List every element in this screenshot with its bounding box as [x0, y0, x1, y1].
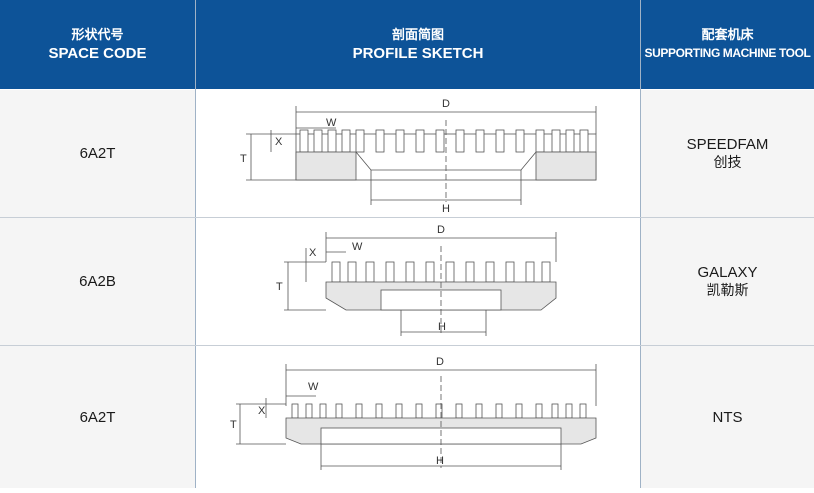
profile-sketch-6a2b-galaxy: D W X T H: [276, 224, 557, 336]
header-machine-tool-en: SUPPORTING MACHINE TOOL: [644, 45, 811, 60]
row-1-machine-tool-en: SPEEDFAM: [686, 136, 769, 153]
row-2-code-cell: 6A2B: [0, 218, 195, 345]
sketch-label-d: D: [437, 224, 445, 236]
header-profile-sketch: 剖面简图 PROFILE SKETCH: [196, 0, 640, 89]
row-2-space-code: 6A2B: [79, 273, 116, 290]
sketch-label-h: H: [438, 321, 446, 333]
sketch-label-w: W: [326, 117, 337, 129]
header-space-code-en: SPACE CODE: [48, 44, 147, 62]
sketch-label-x: X: [258, 405, 266, 417]
profile-sketch-6a2t-speedfam: D W X T H: [240, 98, 597, 215]
header-profile-sketch-en: PROFILE SKETCH: [352, 44, 484, 62]
header-supporting-machine-tool: 配套机床 SUPPORTING MACHINE TOOL: [641, 0, 814, 89]
column-divider: [195, 0, 196, 488]
row-2-machine-tool-zh: 凯勒斯: [706, 283, 749, 299]
sketch-label-d: D: [442, 98, 450, 110]
row-3-code-cell: 6A2T: [0, 346, 195, 488]
sketch-label-w: W: [352, 241, 363, 253]
row-3-space-code: 6A2T: [79, 408, 116, 426]
row-divider: [0, 217, 814, 218]
sketch-label-t: T: [276, 281, 283, 293]
row-2-sketch-cell: D W X T H: [196, 218, 640, 345]
row-3-sketch-cell: D W X T H: [196, 346, 640, 488]
sketch-label-x: X: [309, 247, 317, 259]
sketch-label-d: D: [436, 356, 444, 368]
sketch-label-h: H: [442, 203, 450, 215]
row-1-sketch-cell: D W X T H: [196, 90, 640, 217]
row-divider: [0, 345, 814, 346]
header-space-code: 形状代号 SPACE CODE: [0, 0, 195, 89]
header-space-code-zh: 形状代号: [71, 27, 124, 43]
row-2-machine-tool-en: GALAXY: [697, 264, 758, 281]
sketch-label-h: H: [436, 455, 444, 467]
row-1-space-code: 6A2T: [79, 145, 116, 162]
row-1-machine-cell: SPEEDFAM 创技: [641, 90, 814, 217]
row-3-machine-cell: NTS: [641, 346, 814, 488]
row-3-machine-tool-en: NTS: [712, 408, 743, 426]
profile-sketch-6a2t-nts: D W X T H: [230, 356, 597, 470]
sketch-label-t: T: [240, 153, 247, 165]
row-1-machine-tool-zh: 创技: [713, 155, 742, 171]
sketch-label-w: W: [308, 381, 319, 393]
column-divider: [640, 0, 641, 488]
row-1-code-cell: 6A2T: [0, 90, 195, 217]
header-profile-sketch-zh: 剖面简图: [391, 27, 444, 43]
sketch-label-t: T: [230, 419, 237, 431]
header-machine-tool-zh: 配套机床: [701, 27, 754, 43]
sketch-label-x: X: [275, 136, 283, 148]
row-2-machine-cell: GALAXY 凯勒斯: [641, 218, 814, 345]
